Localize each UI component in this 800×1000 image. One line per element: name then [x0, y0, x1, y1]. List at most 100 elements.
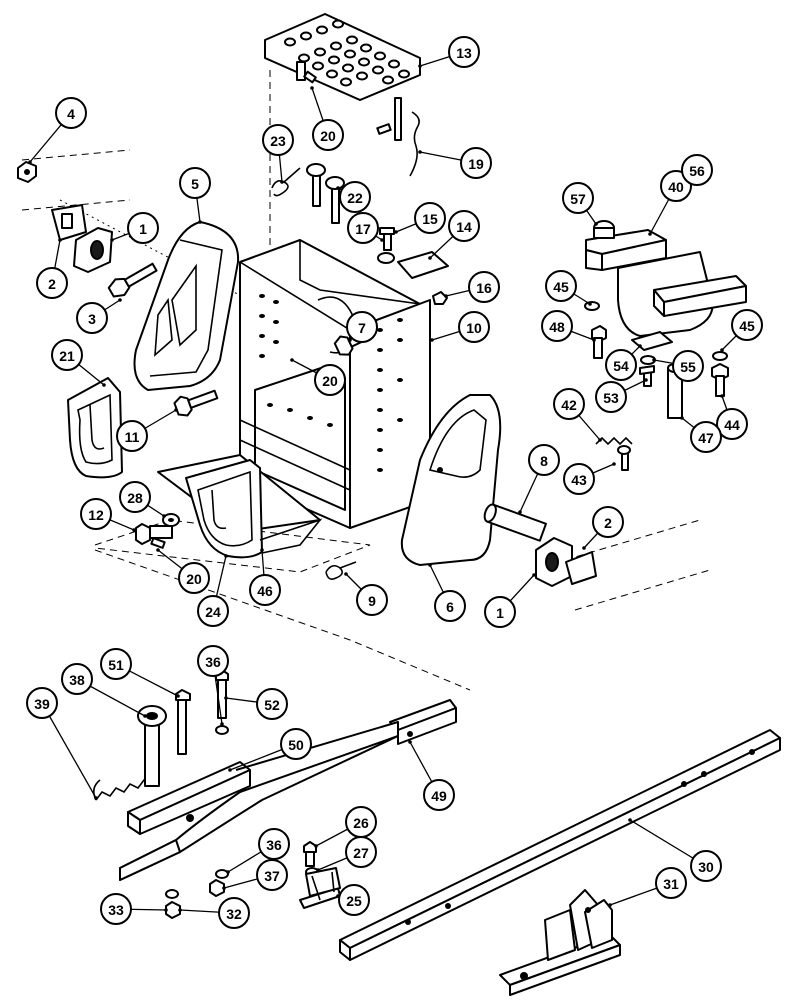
callout-number: 24 [205, 604, 221, 620]
callout-number: 17 [355, 221, 371, 237]
callout-number: 37 [264, 868, 280, 884]
leader-arrow [224, 696, 228, 700]
leader-arrow [290, 358, 294, 362]
leader-arrow [608, 903, 612, 907]
callout-57: 57 [562, 182, 594, 214]
callout-circle [256, 859, 288, 891]
callout-circle [100, 893, 132, 925]
pin-8 [483, 503, 547, 542]
callout-circle [731, 309, 763, 341]
callout-28: 28 [119, 481, 151, 513]
callout-53: 53 [595, 381, 627, 413]
callout-19: 19 [460, 147, 492, 179]
leader-arrow [582, 546, 586, 550]
leader-arrow [220, 722, 224, 726]
callout-circle [484, 596, 516, 628]
callout-number: 45 [739, 318, 755, 334]
callout-circle [356, 584, 388, 616]
callout-number: 6 [446, 599, 454, 615]
callout-circle [116, 420, 148, 452]
step-plate-hole [374, 51, 386, 61]
left-mounting-hardware [17, 161, 158, 298]
callout-37: 37 [256, 859, 288, 891]
drawbar-30 [339, 729, 781, 961]
callout-47: 47 [690, 421, 722, 453]
leader-arrow [94, 796, 98, 800]
step-plate-hole [346, 35, 358, 45]
callout-number: 22 [347, 190, 363, 206]
callout-circle [100, 648, 132, 680]
callout-number: 12 [88, 507, 104, 523]
callout-number: 8 [540, 453, 548, 469]
drawbar-49 [119, 699, 457, 881]
callout-45: 45 [545, 270, 577, 302]
drawbar-hardware [165, 841, 341, 919]
leader-arrow [198, 220, 202, 224]
leader-arrow [310, 86, 314, 90]
frame-hole [377, 368, 383, 372]
pin-and-chain [92, 669, 229, 801]
callout-5: 5 [179, 167, 211, 199]
callout-44: 44 [716, 408, 748, 440]
callout-circle [655, 867, 687, 899]
callout-number: 27 [353, 845, 369, 861]
step-plate-hole [326, 69, 338, 79]
leader-arrow [418, 150, 422, 154]
leader-arrow [444, 294, 448, 298]
clip-9 [325, 561, 357, 580]
frame-hole [273, 320, 279, 324]
callout-11: 11 [116, 420, 148, 452]
callout-16: 16 [468, 271, 500, 303]
callout-39: 39 [26, 687, 58, 719]
leader-arrow [680, 416, 684, 420]
frame-hole [307, 416, 313, 420]
leader-arrow [314, 844, 318, 848]
callout-12: 12 [80, 498, 112, 530]
callout-22: 22 [339, 181, 371, 213]
callout-number: 42 [561, 397, 577, 413]
callout-circle [51, 339, 83, 371]
callout-49: 49 [423, 779, 455, 811]
callout-number: 52 [264, 697, 280, 713]
callout-number: 14 [456, 219, 472, 235]
frame-hole [377, 348, 383, 352]
leader-arrow [532, 573, 536, 577]
step-plate-hole [314, 47, 326, 57]
pins-22 [271, 163, 345, 224]
callout-circle [197, 595, 229, 627]
callout-circle [690, 850, 722, 882]
callout-circle [61, 663, 93, 695]
callout-number: 25 [346, 893, 362, 909]
callout-4: 4 [55, 97, 87, 129]
callout-32: 32 [218, 897, 250, 929]
frame-hole [287, 408, 293, 412]
leader-arrow [348, 338, 352, 342]
callout-number: 5 [191, 176, 199, 192]
callout-circle [76, 302, 108, 334]
callout-46: 46 [249, 574, 281, 606]
callout-circle [26, 687, 58, 719]
leader-arrow [638, 344, 642, 348]
leader-arrow [588, 302, 592, 306]
step-plate-hole [332, 19, 344, 29]
callout-number: 4 [67, 106, 75, 122]
leader-arrow [428, 256, 432, 260]
leader-arrow [176, 694, 180, 698]
callout-27: 27 [345, 836, 377, 868]
callout-number: 45 [553, 279, 569, 295]
leader-arrow [652, 358, 656, 362]
callout-number: 15 [422, 211, 438, 227]
leader-arrow [336, 186, 340, 190]
frame-hole [273, 340, 279, 344]
callout-30: 30 [690, 850, 722, 882]
callout-number: 44 [724, 417, 740, 433]
step-plate-hole [360, 43, 372, 53]
frame-hole [397, 378, 403, 382]
callout-circle [339, 181, 371, 213]
step-plate-hole [330, 41, 342, 51]
callout-number: 51 [108, 657, 124, 673]
step-plate-hole [344, 49, 356, 59]
leader-arrow [178, 908, 182, 912]
leader-arrow [28, 160, 32, 164]
